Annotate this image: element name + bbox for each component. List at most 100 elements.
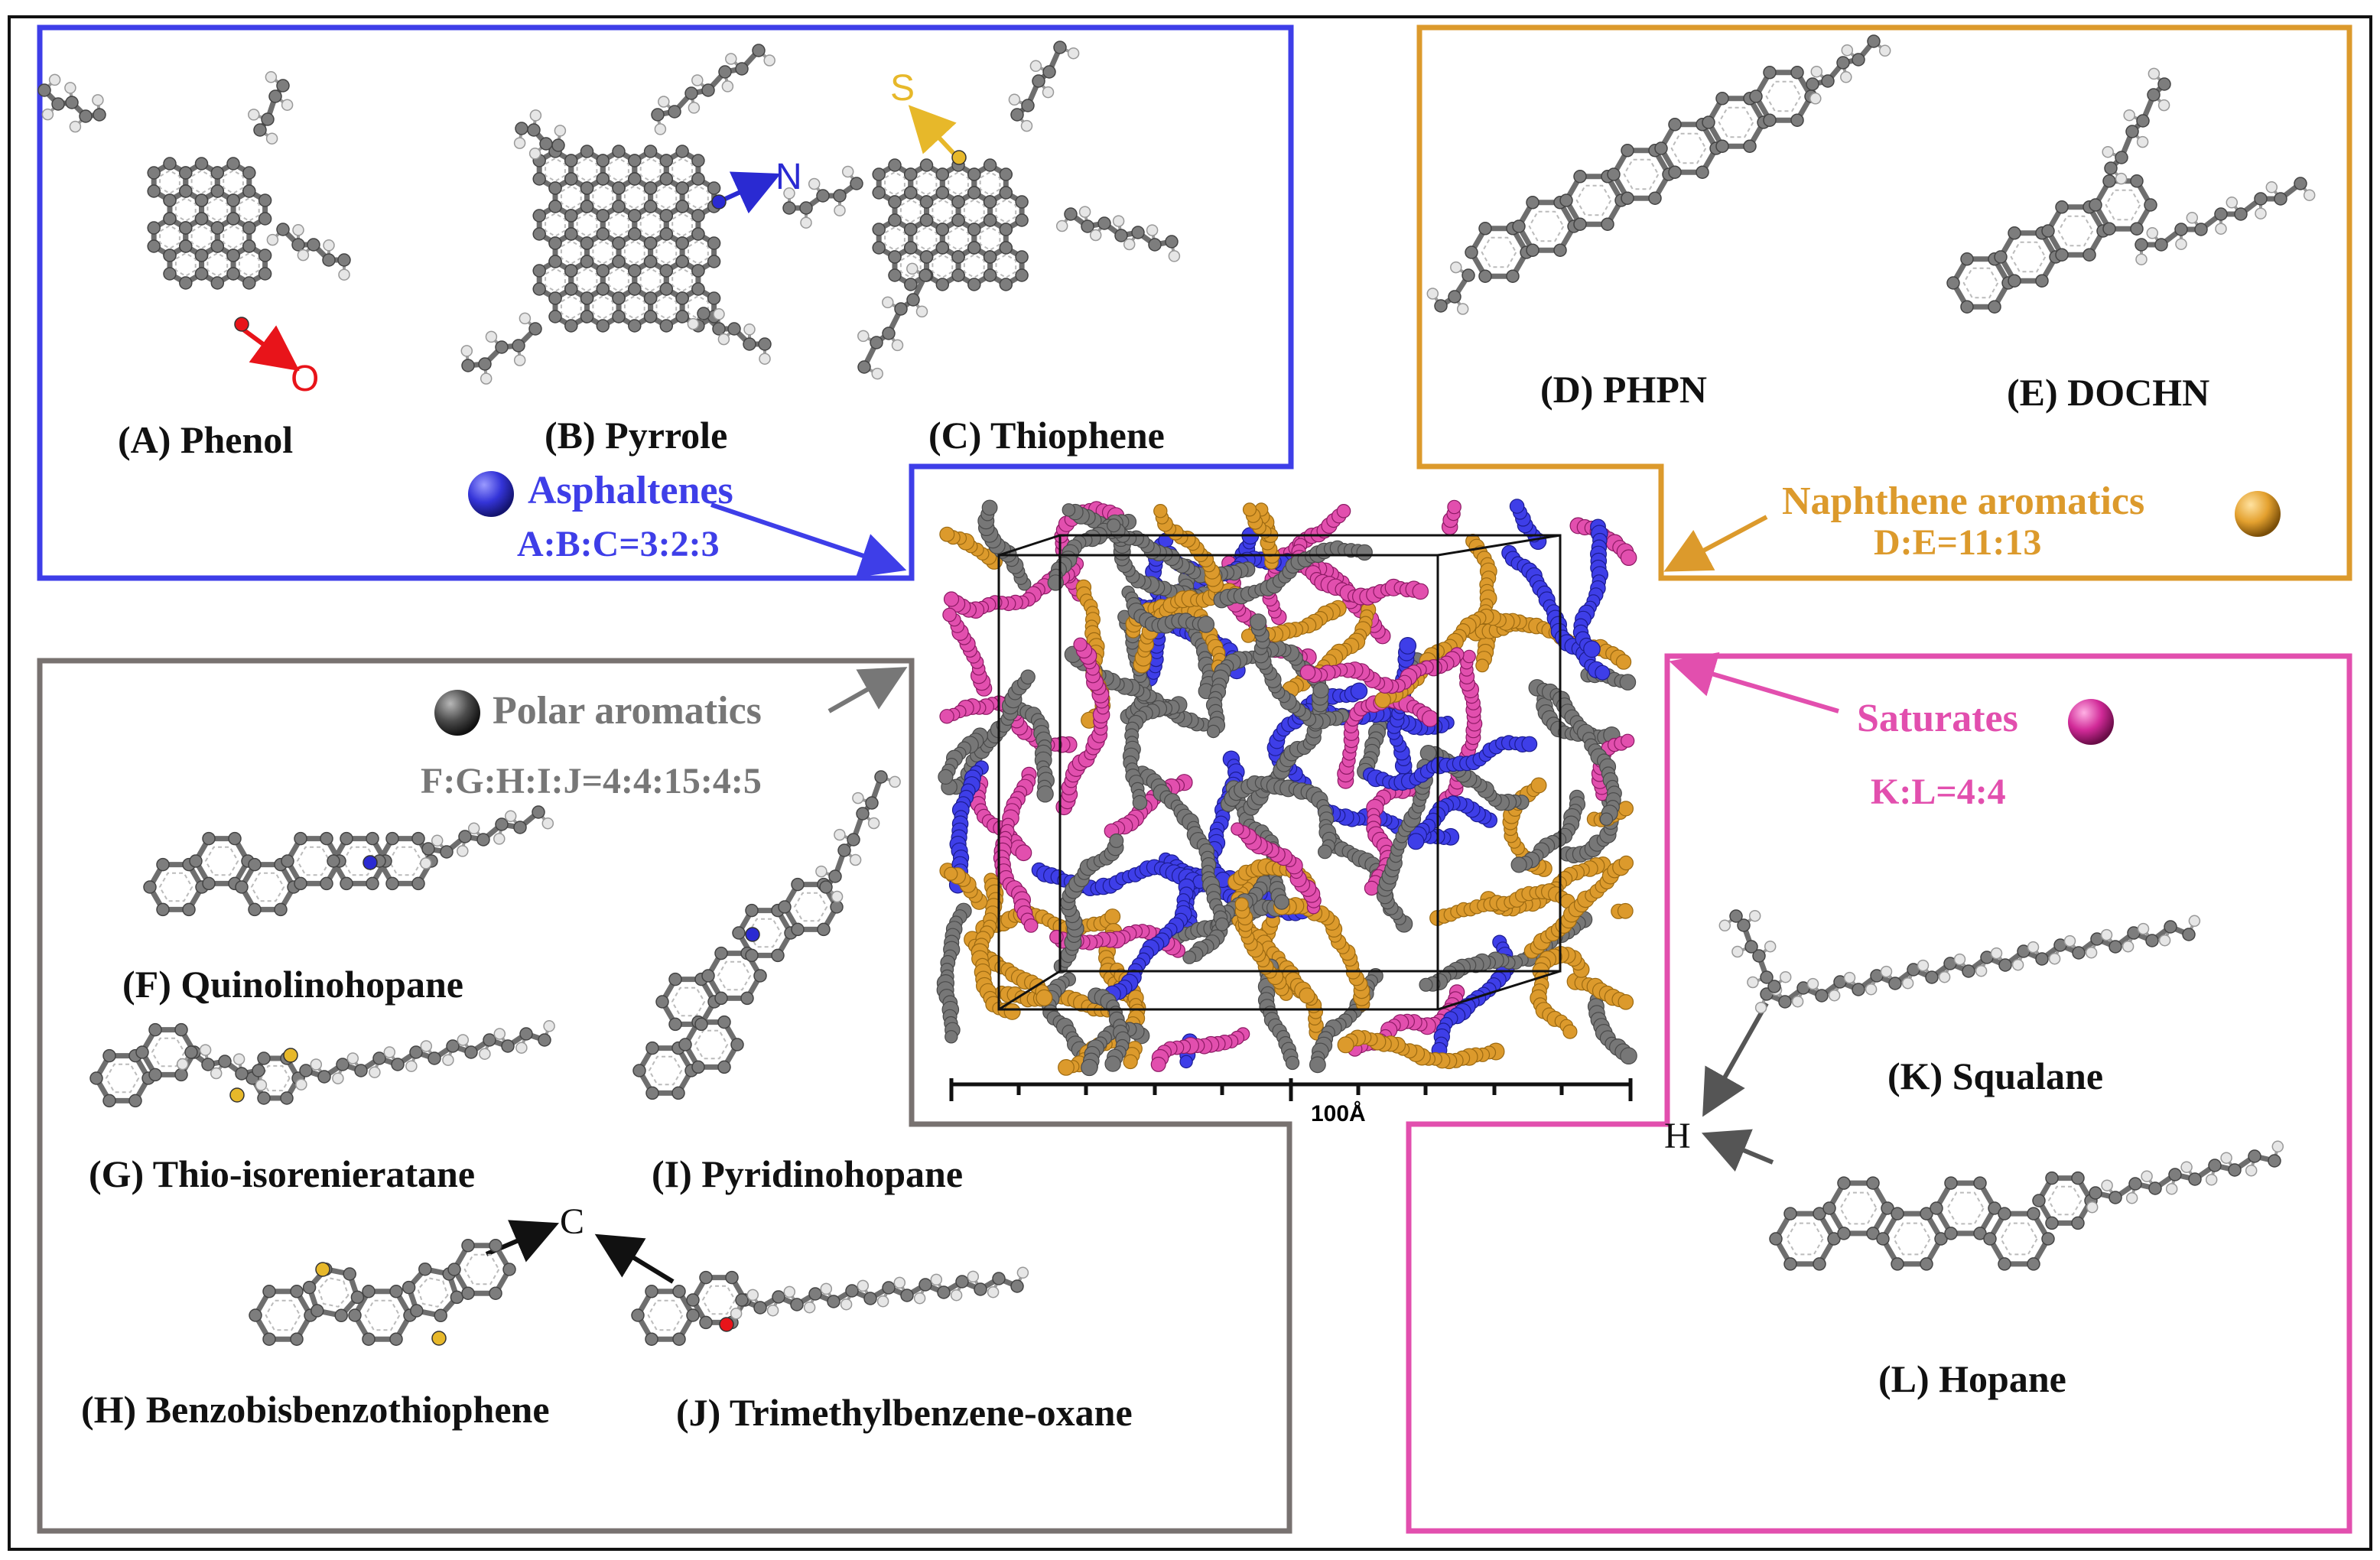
molecule-particle — [1337, 1036, 1354, 1054]
asphaltenes-sphere-icon — [468, 471, 514, 517]
saturates-box — [1406, 653, 2352, 1534]
naphthene-box — [1416, 24, 2352, 581]
label-squalane: (K) Squalane — [1887, 1055, 2104, 1097]
molecule-particle — [1595, 665, 1611, 681]
molecule-particle — [1073, 637, 1088, 652]
molecule-particle — [1003, 1003, 1021, 1020]
molecule-pyrrole — [460, 44, 775, 385]
molecule-particle — [1620, 549, 1637, 566]
molecule-particle — [1407, 833, 1425, 850]
molecule-thiophene — [782, 41, 1181, 380]
molecule-particle — [1621, 733, 1635, 748]
molecule-particle — [1182, 950, 1197, 964]
molecule-particle — [1132, 795, 1148, 811]
molecule-particle — [1312, 681, 1329, 699]
naphthene-name: Naphthene aromatics — [1782, 479, 2145, 523]
polar-sphere-icon — [434, 690, 480, 736]
molecule-dochn — [1946, 67, 2316, 314]
molecule-thio-isorenieratane — [89, 1020, 555, 1108]
molecule-particle — [1249, 613, 1267, 631]
label-pyrrole: (B) Pyrrole — [545, 414, 728, 457]
molecule-particle — [1015, 844, 1032, 862]
molecule-phenol — [37, 71, 351, 332]
molecule-particle — [939, 709, 954, 724]
molecule-particle — [1356, 544, 1373, 561]
molecule-particle — [1231, 822, 1244, 836]
naphthene-arrow — [1663, 515, 1768, 572]
molecule-particle — [944, 866, 958, 881]
saturates-name: Saturates — [1857, 697, 2018, 740]
molecule-particle — [1530, 777, 1547, 794]
molecule-particle — [1020, 669, 1036, 685]
molecule-particle — [1618, 994, 1634, 1010]
naphthene-sphere-icon — [2235, 491, 2281, 537]
molecule-particle — [1058, 1058, 1075, 1076]
particle-cloud — [936, 499, 1637, 1077]
molecule-particle — [1617, 902, 1634, 919]
asphaltenes-arrow — [710, 502, 907, 578]
label-thio-isorenieratane: (G) Thio-isorenieratane — [89, 1152, 476, 1195]
molecule-particle — [981, 499, 998, 516]
molecule-particle — [1421, 710, 1439, 727]
asphaltenes-ratio: A:B:C=3:2:3 — [517, 524, 720, 564]
molecule-particle — [1309, 1056, 1326, 1074]
molecule-particle — [1509, 499, 1525, 514]
molecule-particle — [1374, 691, 1391, 709]
label-phenol: (A) Phenol — [118, 418, 294, 461]
molecule-particle — [1299, 664, 1316, 681]
molecule-particle — [1104, 908, 1121, 925]
molecule-particle — [1036, 989, 1053, 1006]
label-thiophene: (C) Thiophene — [928, 414, 1165, 457]
molecule-particle — [1123, 1054, 1138, 1070]
label-trimethylbenzene-oxane: (J) Trimethylbenzene-oxane — [676, 1391, 1133, 1434]
molecule-particle — [1197, 616, 1215, 633]
molecule-particle — [1109, 833, 1124, 848]
polar-box — [37, 658, 1292, 1534]
molecule-particle — [1412, 583, 1429, 600]
label-benzobisbenzothiophene: (H) Benzobisbenzothiophene — [81, 1388, 550, 1431]
label-pyridinohopane: (I) Pyridinohopane — [652, 1152, 964, 1195]
molecule-particle — [1619, 674, 1637, 691]
label-hopane: (L) Hopane — [1878, 1357, 2066, 1400]
sulfur-label: S — [890, 68, 915, 109]
hydrogen-arrow-up — [1702, 1002, 1769, 1117]
molecule-particle — [945, 1030, 958, 1044]
molecule-particle — [1618, 801, 1634, 817]
molecule-particle — [1285, 1055, 1300, 1071]
molecule-particle — [1242, 502, 1257, 517]
molecule-particle — [1521, 736, 1538, 752]
molecule-particle — [1615, 654, 1632, 670]
molecule-phpn — [1426, 34, 1891, 315]
scale-bar-label: 100Å — [1311, 1101, 1366, 1126]
asphaltenes-box — [37, 24, 1294, 581]
molecule-particle — [1618, 855, 1634, 871]
saturates-ratio: K:L=4:4 — [1871, 772, 2006, 812]
molecule-particle — [943, 591, 960, 607]
asphaltenes-name: Asphaltenes — [528, 469, 733, 512]
molecule-hopane — [1769, 1140, 2284, 1271]
molecule-particle — [1475, 658, 1489, 673]
molecule-trimethylbenzene-oxane — [631, 1266, 1029, 1346]
naphthene-ratio: D:E=11:13 — [1874, 522, 2042, 563]
molecule-particle — [1317, 844, 1332, 860]
outer-frame — [8, 15, 2372, 1551]
label-dochn: (E) DOCHN — [2007, 371, 2210, 414]
polar-name: Polar aromatics — [493, 689, 762, 733]
molecule-particle — [1273, 894, 1290, 910]
hydrogen-label: H — [1664, 1116, 1691, 1156]
molecule-particle — [1299, 987, 1315, 1004]
molecule-particle — [1562, 1024, 1578, 1039]
carbon-label: C — [560, 1201, 585, 1242]
molecule-quinolinohopane — [143, 805, 554, 917]
molecule-particle — [1104, 1055, 1121, 1072]
molecule-benzobisbenzothiophene — [249, 1239, 516, 1346]
molecule-particle — [1336, 503, 1351, 518]
molecule-particle — [1234, 897, 1249, 912]
oxygen-label: O — [291, 359, 320, 399]
molecule-particle — [1062, 503, 1076, 517]
molecule-particle — [1036, 785, 1054, 803]
sulfur-arrow — [908, 105, 960, 160]
molecule-particle — [1399, 637, 1417, 655]
